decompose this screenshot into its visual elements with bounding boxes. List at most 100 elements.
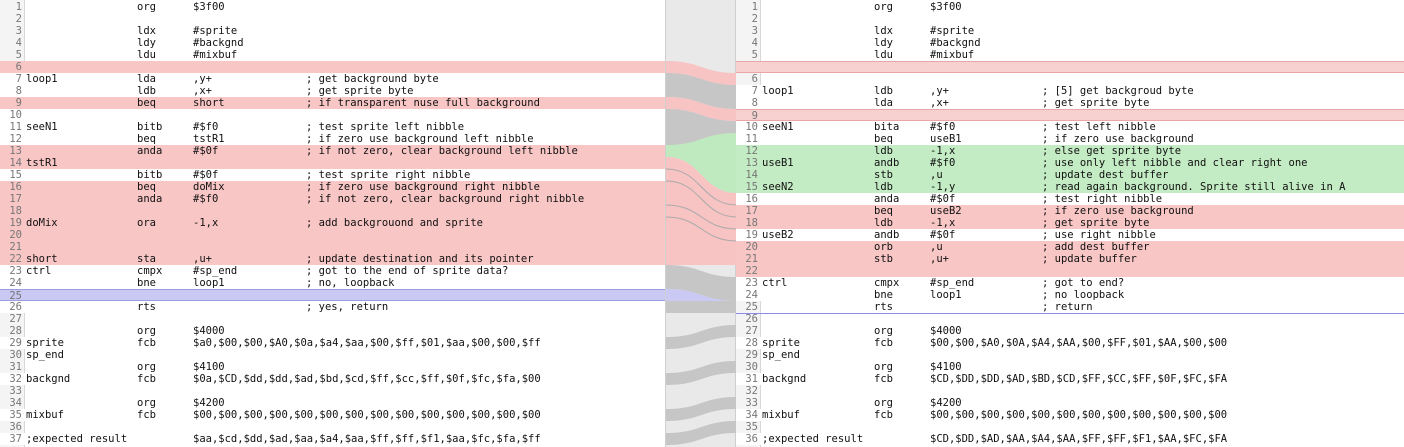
line-number: 34: [745, 409, 758, 421]
right-code-line[interactable]: 36;expected result$CD,$DD,$AD,$AA,$A4,$A…: [736, 433, 1404, 445]
left-code-line[interactable]: 37;expected result$aa,$cd,$dd,$ad,$aa,$a…: [0, 433, 665, 445]
left-code-line[interactable]: 27: [0, 313, 665, 325]
left-code-line[interactable]: 21: [0, 241, 665, 253]
line-number: 7: [15, 73, 22, 85]
right-code-line[interactable]: 9: [736, 109, 1404, 122]
code-opcode: bitb: [137, 121, 163, 133]
line-number: 10: [9, 109, 22, 121]
line-number: 33: [9, 385, 22, 397]
right-code-line[interactable]: 32: [736, 385, 1404, 397]
code-opcode: ldu: [874, 49, 893, 61]
connector-band-deleted: [666, 97, 737, 121]
line-number: 34: [9, 397, 22, 409]
line-number: 6: [751, 73, 758, 85]
connector-line: [666, 216, 737, 242]
line-number: 37: [9, 433, 22, 445]
left-code-line[interactable]: 33: [0, 385, 665, 397]
right-code-line[interactable]: [736, 61, 1404, 73]
left-code-line[interactable]: 18: [0, 205, 665, 217]
code-operand: $0a,$CD,$dd,$dd,$ad,$bd,$cd,$ff,$cc,$ff,…: [193, 373, 541, 385]
left-code-line[interactable]: 36: [0, 421, 665, 433]
left-code-line[interactable]: 2: [0, 13, 665, 25]
line-number: 17: [9, 193, 22, 205]
line-number: 4: [751, 37, 758, 49]
code-comment: ; if not zero, clear background right ni…: [306, 193, 585, 205]
line-number: 1: [15, 1, 22, 13]
right-code-line[interactable]: 6: [736, 73, 1404, 85]
right-code-line[interactable]: 22: [736, 265, 1404, 277]
left-code-line[interactable]: 25: [0, 289, 665, 302]
right-code-line[interactable]: 26: [736, 313, 1404, 325]
code-opcode: fcb: [137, 337, 156, 349]
line-number: 22: [745, 265, 758, 277]
code-opcode: cmpx: [874, 277, 900, 289]
left-code-line[interactable]: 10: [0, 109, 665, 121]
line-number: 13: [745, 157, 758, 169]
left-code-line[interactable]: 6: [0, 61, 665, 73]
right-code-line[interactable]: 2: [736, 13, 1404, 25]
line-number: 2: [15, 13, 22, 25]
code-opcode: cmpx: [137, 265, 163, 277]
code-opcode: andb: [874, 229, 900, 241]
left-code-line[interactable]: 20: [0, 229, 665, 241]
connector-band-blue: [666, 289, 737, 302]
right-code-line[interactable]: 35: [736, 421, 1404, 433]
